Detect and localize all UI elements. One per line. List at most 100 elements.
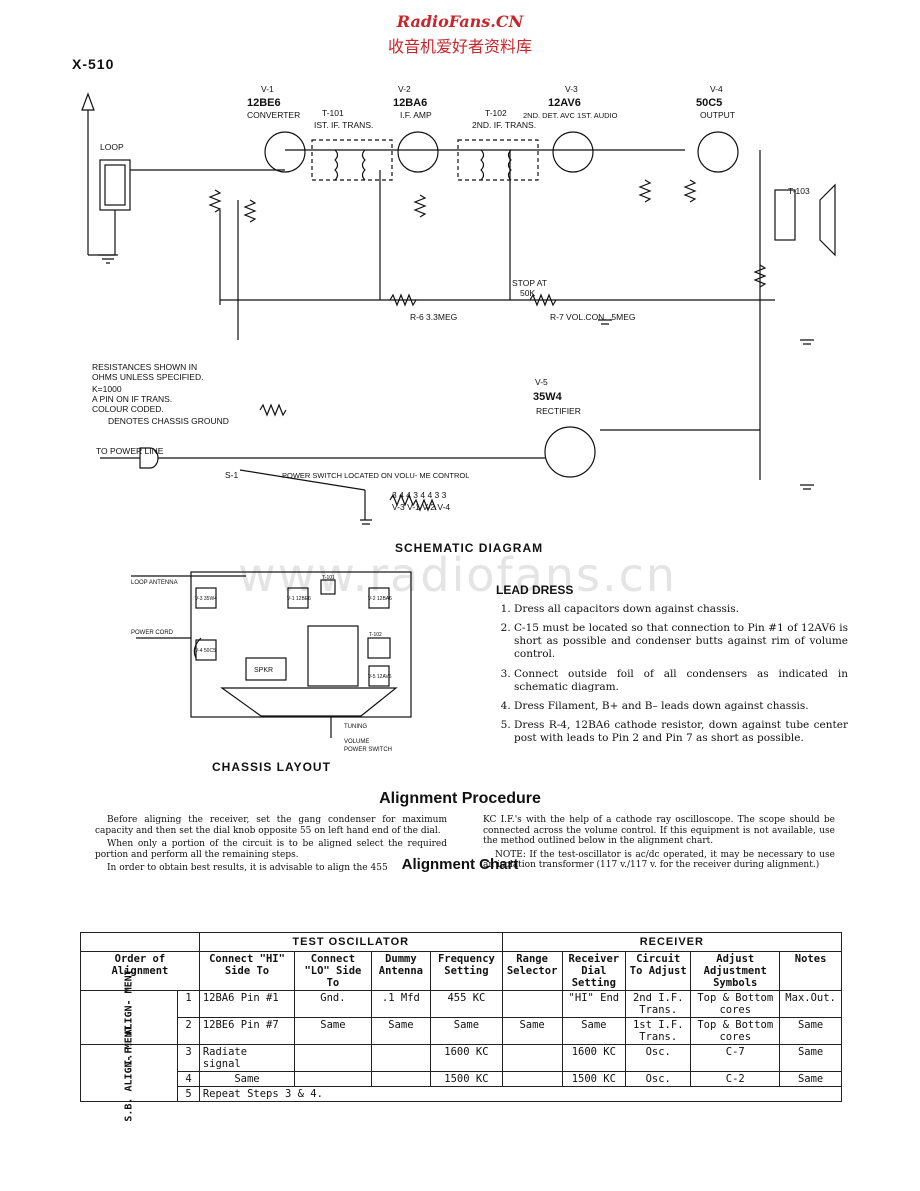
schematic-title: SCHEMATIC DIAGRAM bbox=[395, 541, 544, 555]
tube-v2-symbol bbox=[397, 131, 439, 173]
cell-hi: Repeat Steps 3 & 4. bbox=[198, 1086, 843, 1102]
schematic-diagram: V-1 12BE6 CONVERTER V-2 12BA6 I.F. AMP V… bbox=[60, 80, 880, 530]
cell-range bbox=[501, 990, 563, 1018]
cell-range bbox=[501, 1044, 563, 1072]
v4-role: OUTPUT bbox=[700, 110, 735, 120]
note-1: RESISTANCES SHOWN IN bbox=[92, 362, 197, 372]
speaker-icon bbox=[819, 183, 836, 257]
chassis-power-label: POWER CORD bbox=[131, 630, 174, 636]
section-sb: S.B. ALIGN- MENT bbox=[79, 1025, 179, 1121]
chassis-t101 bbox=[320, 579, 336, 595]
cell-lo bbox=[294, 1071, 372, 1087]
tube-v5-symbol bbox=[544, 426, 596, 478]
model-number: X-510 bbox=[72, 56, 115, 72]
t102-can bbox=[457, 139, 539, 181]
cell-adjust: Top & Bottom cores bbox=[690, 990, 781, 1018]
chart-header: Order of Alignment bbox=[80, 951, 200, 991]
chassis-v4-label: V-4 50C5 bbox=[195, 648, 216, 654]
chassis-spkr-label: SPKR bbox=[254, 667, 273, 674]
antenna-icon bbox=[81, 92, 95, 111]
tube-v1-symbol bbox=[264, 131, 306, 173]
alignment-para: When only a portion of the circuit is to… bbox=[95, 839, 447, 860]
section-if: I.F. ALIGN- MENT bbox=[79, 969, 179, 1066]
v2-ref: V-2 bbox=[398, 84, 411, 94]
chassis-title: CHASSIS LAYOUT bbox=[212, 760, 331, 774]
v1-type: 12BE6 bbox=[247, 97, 281, 109]
heater-refs: V-3 V-1 V-2 V-4 bbox=[392, 502, 450, 512]
cell-dial: 1500 KC bbox=[561, 1071, 627, 1087]
lead-dress-item: Dress all capacitors down against chassi… bbox=[514, 603, 848, 616]
chart-header: Dummy Antenna bbox=[370, 951, 432, 991]
chassis-layout: LOOP ANTENNA POWER CORD TUNING VOLUME PO… bbox=[126, 568, 456, 758]
chart-header: Circuit To Adjust bbox=[625, 951, 692, 991]
v1-ref: V-1 bbox=[261, 84, 274, 94]
chassis-v3 bbox=[195, 587, 217, 609]
cell-step: 1 bbox=[177, 990, 200, 1018]
v5-type: 35W4 bbox=[533, 391, 563, 403]
cell-freq: 455 KC bbox=[430, 990, 503, 1018]
chart-group-oscillator: TEST OSCILLATOR bbox=[198, 932, 503, 952]
alignment-left-column: Before aligning the receiver, set the ga… bbox=[95, 815, 447, 877]
stop-label: STOP AT bbox=[512, 278, 547, 288]
alignment-note: NOTE: If the test-oscillator is ac/dc op… bbox=[483, 849, 835, 871]
cell-hi: Radiate signal bbox=[198, 1044, 296, 1072]
switch-ref: S-1 bbox=[225, 470, 239, 480]
tube-v4-symbol bbox=[697, 131, 739, 173]
alignment-right-column: KC I.F.'s with the help of a cathode ray… bbox=[483, 815, 835, 874]
t102-name: 2ND. IF. TRANS. bbox=[472, 120, 536, 130]
chassis-t102-label: T-102 bbox=[369, 632, 382, 638]
chassis-loop-label: LOOP ANTENNA bbox=[131, 580, 178, 586]
watermark-site: RadioFans.CN bbox=[396, 12, 524, 31]
v1-role: CONVERTER bbox=[247, 110, 300, 120]
table-row: S.B. ALIGN- MENT 3 Radiate signal 1600 K… bbox=[79, 1025, 842, 1121]
tube-v3-symbol bbox=[552, 131, 594, 173]
chart-header: Adjust Adjustment Symbols bbox=[690, 951, 781, 991]
chassis-t102 bbox=[367, 637, 391, 659]
stop-value: 50K bbox=[520, 288, 535, 298]
cell-hi: Same bbox=[198, 1071, 296, 1087]
v2-role: I.F. AMP bbox=[400, 110, 432, 120]
cell-dummy: .1 Mfd bbox=[370, 990, 432, 1018]
chart-header: Connect "HI" Side To bbox=[198, 951, 296, 991]
cell-hi: 12BE6 Pin #7 bbox=[198, 1017, 296, 1045]
lead-dress-item: Dress Filament, B+ and B– leads down aga… bbox=[514, 700, 848, 713]
cell-step: 5 bbox=[177, 1086, 200, 1102]
alignment-para: In order to obtain best results, it is a… bbox=[107, 863, 388, 874]
watermark-faint: www.radiofans.cn bbox=[238, 548, 678, 602]
alignment-title: Alignment Procedure bbox=[379, 790, 541, 807]
note-3: K=1000 bbox=[92, 384, 122, 394]
cell-freq: 1600 KC bbox=[430, 1044, 503, 1072]
v4-ref: V-4 bbox=[710, 84, 723, 94]
cell-dummy bbox=[370, 1044, 432, 1072]
chassis-svg: LOOP ANTENNA POWER CORD TUNING VOLUME PO… bbox=[131, 571, 412, 753]
v3-role: 2ND. DET. AVC 1ST. AUDIO bbox=[523, 111, 618, 120]
loop-label: LOOP bbox=[100, 142, 124, 152]
t103-ref: T-103 bbox=[788, 186, 810, 196]
cell-freq: 1500 KC bbox=[430, 1071, 503, 1087]
chassis-t101-label: T-101 bbox=[322, 575, 335, 581]
cell-step: 4 bbox=[177, 1071, 200, 1087]
cell-circuit: 2nd I.F. Trans. bbox=[625, 990, 692, 1018]
cell-dial: 1600 KC bbox=[561, 1044, 627, 1072]
cell-step: 2 bbox=[177, 1017, 200, 1045]
cell-lo bbox=[294, 1044, 372, 1072]
chart-header: Receiver Dial Setting bbox=[561, 951, 627, 991]
lead-dress-title: LEAD DRESS bbox=[496, 583, 574, 597]
cell-dummy: Same bbox=[370, 1017, 432, 1045]
lead-dress-item: Connect outside foil of all condensers a… bbox=[514, 668, 848, 694]
chart-header: Frequency Setting bbox=[430, 951, 503, 991]
chart-title: Alignment Chart bbox=[401, 856, 519, 873]
chassis-volume-label: VOLUME bbox=[344, 739, 369, 745]
watermark-site-cn: 收音机爱好者资料库 bbox=[387, 37, 532, 56]
alignment-para: KC I.F.'s with the help of a cathode ray… bbox=[483, 815, 835, 847]
chassis-v4 bbox=[195, 639, 217, 661]
chart-header: Connect "LO" Side To bbox=[294, 951, 372, 991]
cell-lo: Same bbox=[294, 1017, 372, 1045]
v5-role: RECTIFIER bbox=[536, 406, 581, 416]
cell-adjust: C-7 bbox=[690, 1044, 781, 1072]
r6-label: R-6 3.3MEG bbox=[410, 312, 457, 322]
table-row: 4 Same 1500 KC 1500 KC Osc. C-2 Same bbox=[81, 1071, 842, 1087]
note-4: A PIN ON IF TRANS. bbox=[92, 394, 172, 404]
schematic-svg: V-1 12BE6 CONVERTER V-2 12BA6 I.F. AMP V… bbox=[81, 84, 836, 525]
chassis-v5 bbox=[368, 665, 390, 687]
